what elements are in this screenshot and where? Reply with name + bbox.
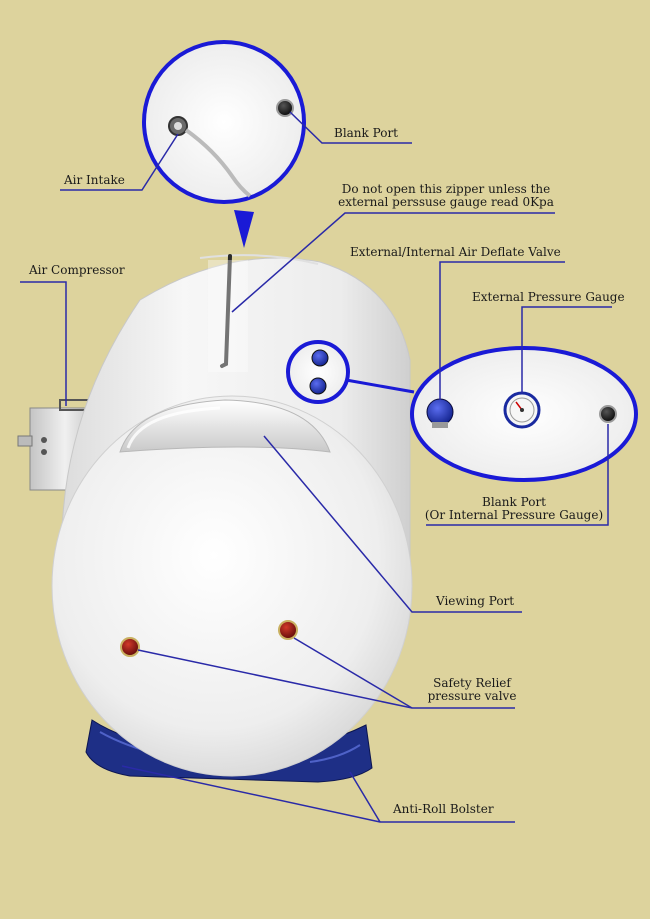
deflate-valve-label: External/Internal Air Deflate Valve (350, 245, 561, 259)
blank-port-right-line1: Blank Port (482, 495, 546, 509)
blank-port-top-label: Blank Port (334, 126, 398, 140)
viewing-window (119, 399, 331, 453)
top-detail-callout (142, 40, 306, 248)
chamber-end-cap (51, 395, 413, 777)
blank-port-top-icon (276, 99, 294, 117)
blank-port-right-label: Blank Port (Or Internal Pressure Gauge) (420, 496, 608, 522)
zipper (220, 254, 232, 368)
leader-lines (20, 111, 612, 823)
blank-port-right-icon (599, 405, 617, 423)
air-intake-label: Air Intake (64, 173, 125, 187)
air-compressor-label: Air Compressor (29, 263, 125, 277)
external-pressure-gauge-label: External Pressure Gauge (472, 290, 625, 304)
safety-relief-label: Safety Relief pressure valve (420, 677, 524, 703)
right-detail-callout (286, 340, 638, 482)
safety-relief-line2: pressure valve (427, 689, 517, 703)
safety-valve-right (278, 620, 298, 640)
anti-roll-bolster-label: Anti-Roll Bolster (393, 802, 494, 816)
zipper-warning-label: Do not open this zipper unless the exter… (330, 183, 562, 209)
zipper-warning-line1: Do not open this zipper unless the (341, 182, 551, 196)
viewing-port-label: Viewing Port (436, 594, 515, 608)
deflate-valve-icon (426, 398, 454, 428)
pressure-gauge-icon (503, 391, 541, 429)
chamber (17, 254, 413, 783)
zipper-warning-line2: external perssuse gauge read 0Kpa (338, 195, 554, 209)
safety-valve-left (120, 637, 140, 657)
blank-port-right-line2: (Or Internal Pressure Gauge) (424, 508, 604, 522)
safety-relief-line1: Safety Relief (433, 676, 511, 690)
